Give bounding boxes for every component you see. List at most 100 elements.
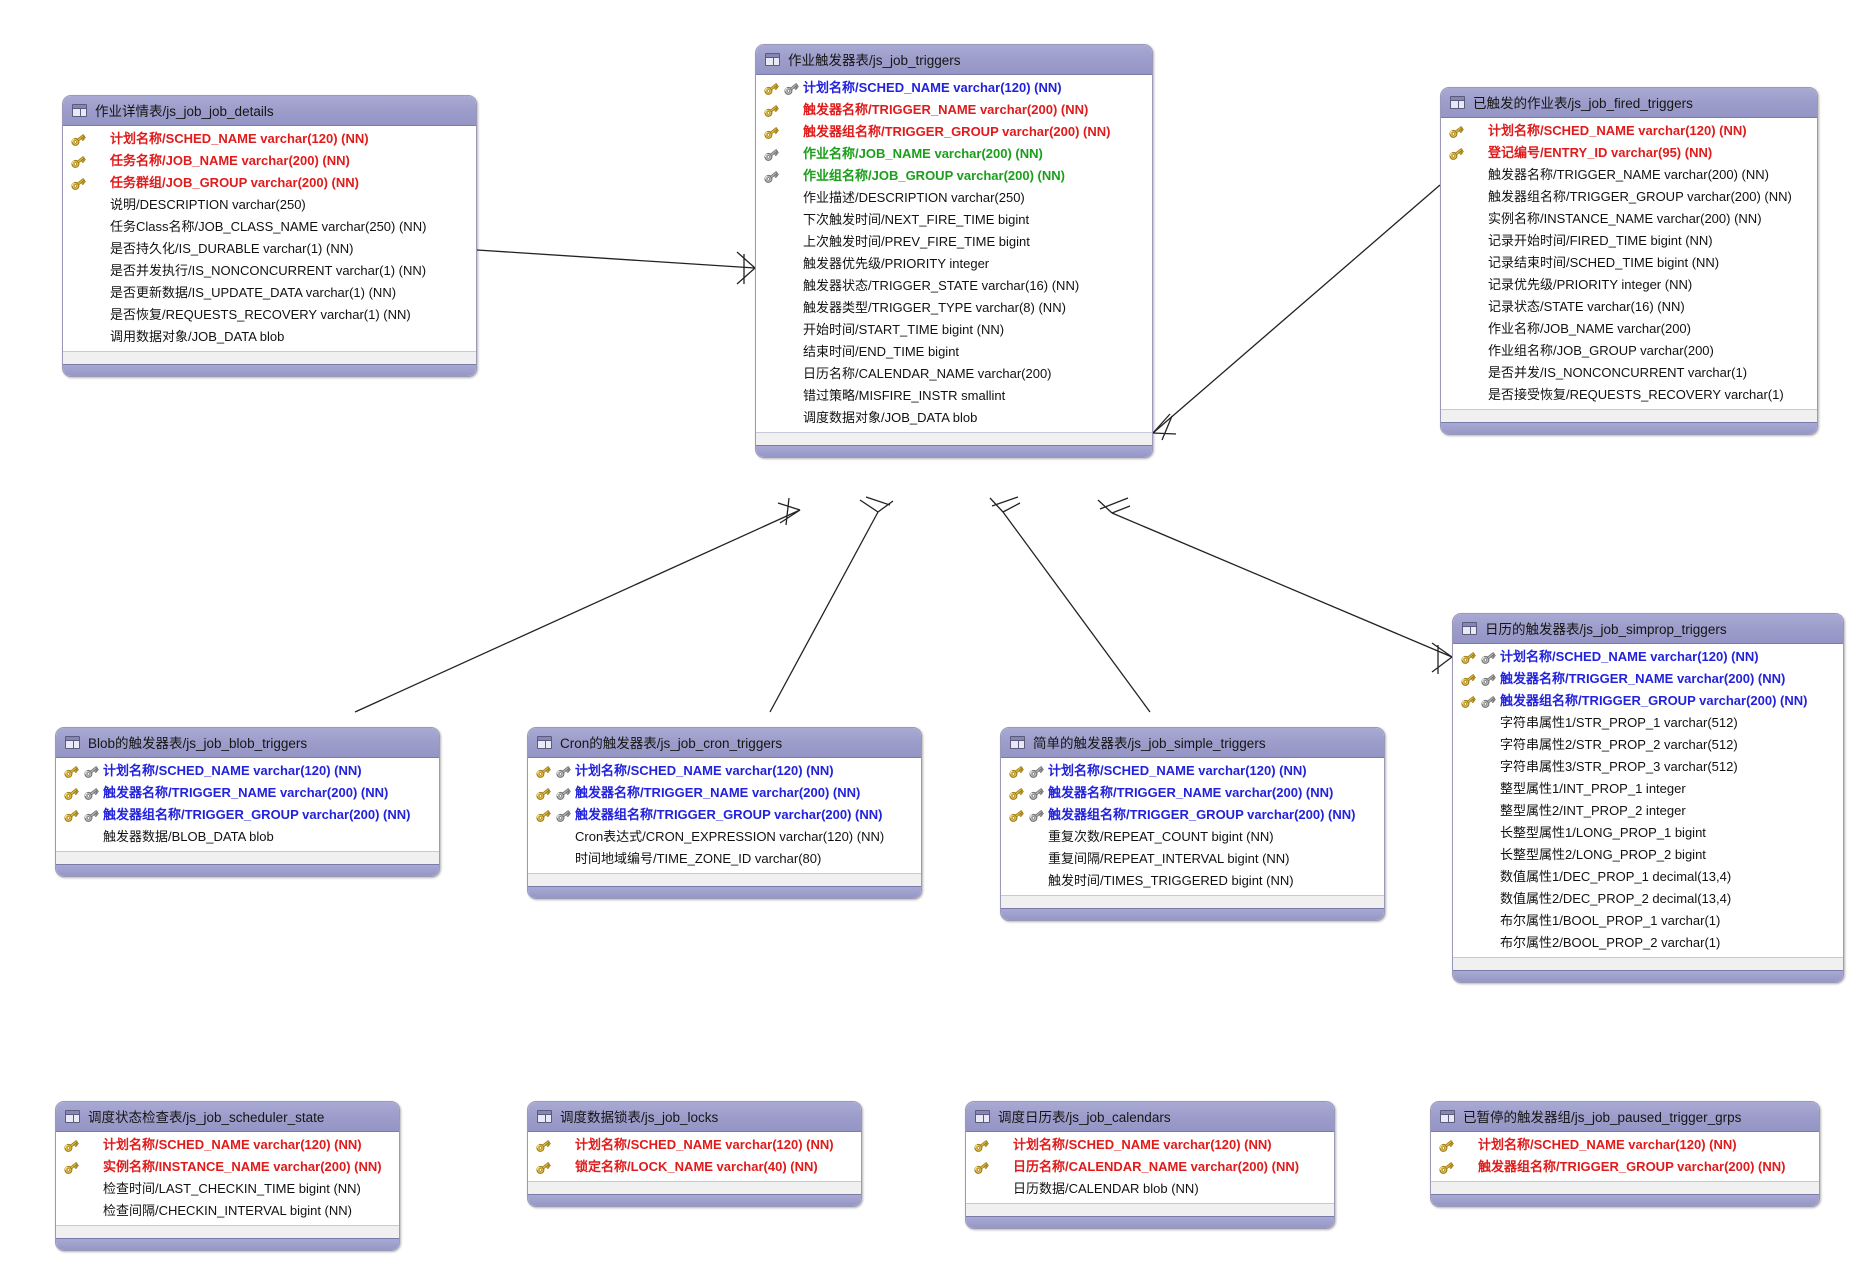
attribute-row[interactable]: 记录状态/STATE varchar(16) (NN) [1441,296,1817,318]
entity-header-scheduler_state[interactable]: 调度状态检查表/js_job_scheduler_state [56,1102,399,1132]
attribute-row[interactable]: 实例名称/INSTANCE_NAME varchar(200) (NN) [1441,208,1817,230]
attribute-row[interactable]: 实例名称/INSTANCE_NAME varchar(200) (NN) [56,1156,399,1178]
attribute-row[interactable]: 触发器名称/TRIGGER_NAME varchar(200) (NN) [56,782,439,804]
attribute-row[interactable]: 触发器名称/TRIGGER_NAME varchar(200) (NN) [528,782,921,804]
attribute-row[interactable]: 触发器组名称/TRIGGER_GROUP varchar(200) (NN) [1001,804,1384,826]
attribute-row[interactable]: 触发器优先级/PRIORITY integer [756,253,1152,275]
entity-header-job_triggers[interactable]: 作业触发器表/js_job_triggers [756,45,1152,75]
attribute-row[interactable]: 调度数据对象/JOB_DATA blob [756,407,1152,429]
attribute-row[interactable]: 作业组名称/JOB_GROUP varchar(200) (NN) [756,165,1152,187]
entity-header-locks[interactable]: 调度数据锁表/js_job_locks [528,1102,861,1132]
attribute-row[interactable]: 计划名称/SCHED_NAME varchar(120) (NN) [756,77,1152,99]
attribute-row[interactable]: 日历名称/CALENDAR_NAME varchar(200) [756,363,1152,385]
attribute-row[interactable]: 触发器组名称/TRIGGER_GROUP varchar(200) (NN) [528,804,921,826]
entity-header-fired_triggers[interactable]: 已触发的作业表/js_job_fired_triggers [1441,88,1817,118]
attribute-row[interactable]: 计划名称/SCHED_NAME varchar(120) (NN) [1001,760,1384,782]
attribute-row[interactable]: 触发器组名称/TRIGGER_GROUP varchar(200) (NN) [1453,690,1843,712]
attribute-row[interactable]: 作业名称/JOB_NAME varchar(200) (NN) [756,143,1152,165]
attribute-row[interactable]: 计划名称/SCHED_NAME varchar(120) (NN) [966,1134,1334,1156]
attribute-row[interactable]: 触发时间/TIMES_TRIGGERED bigint (NN) [1001,870,1384,892]
attribute-row[interactable]: 重复间隔/REPEAT_INTERVAL bigint (NN) [1001,848,1384,870]
attribute-row[interactable]: 长整型属性1/LONG_PROP_1 bigint [1453,822,1843,844]
entity-header-paused_trigger_grps[interactable]: 已暂停的触发器组/js_job_paused_trigger_grps [1431,1102,1819,1132]
attribute-row[interactable]: 数值属性2/DEC_PROP_2 decimal(13,4) [1453,888,1843,910]
attribute-row[interactable]: 触发器名称/TRIGGER_NAME varchar(200) (NN) [1453,668,1843,690]
entity-header-simple_triggers[interactable]: 简单的触发器表/js_job_simple_triggers [1001,728,1384,758]
attribute-row[interactable]: 错过策略/MISFIRE_INSTR smallint [756,385,1152,407]
attribute-row[interactable]: 是否持久化/IS_DURABLE varchar(1) (NN) [63,238,476,260]
attribute-row[interactable]: 记录优先级/PRIORITY integer (NN) [1441,274,1817,296]
attribute-row[interactable]: 触发器组名称/TRIGGER_GROUP varchar(200) (NN) [1441,186,1817,208]
attribute-row[interactable]: 作业名称/JOB_NAME varchar(200) [1441,318,1817,340]
attribute-row[interactable]: 记录结束时间/SCHED_TIME bigint (NN) [1441,252,1817,274]
attribute-row[interactable]: 是否并发执行/IS_NONCONCURRENT varchar(1) (NN) [63,260,476,282]
attribute-row[interactable]: 触发器名称/TRIGGER_NAME varchar(200) (NN) [1001,782,1384,804]
attribute-row[interactable]: 作业描述/DESCRIPTION varchar(250) [756,187,1152,209]
attribute-row[interactable]: 计划名称/SCHED_NAME varchar(120) (NN) [1441,120,1817,142]
attribute-row[interactable]: 上次触发时间/PREV_FIRE_TIME bigint [756,231,1152,253]
attribute-row[interactable]: 作业组名称/JOB_GROUP varchar(200) [1441,340,1817,362]
attribute-row[interactable]: 任务群组/JOB_GROUP varchar(200) (NN) [63,172,476,194]
attribute-row[interactable]: 字符串属性1/STR_PROP_1 varchar(512) [1453,712,1843,734]
attribute-row[interactable]: 计划名称/SCHED_NAME varchar(120) (NN) [63,128,476,150]
attribute-row[interactable]: 任务名称/JOB_NAME varchar(200) (NN) [63,150,476,172]
attribute-row[interactable]: 触发器组名称/TRIGGER_GROUP varchar(200) (NN) [56,804,439,826]
attribute-row[interactable]: 下次触发时间/NEXT_FIRE_TIME bigint [756,209,1152,231]
attribute-row[interactable]: 开始时间/START_TIME bigint (NN) [756,319,1152,341]
attribute-row[interactable]: 计划名称/SCHED_NAME varchar(120) (NN) [56,1134,399,1156]
attribute-row[interactable]: 计划名称/SCHED_NAME varchar(120) (NN) [1453,646,1843,668]
entity-header-calendars[interactable]: 调度日历表/js_job_calendars [966,1102,1334,1132]
attribute-row[interactable]: 日历名称/CALENDAR_NAME varchar(200) (NN) [966,1156,1334,1178]
attribute-row[interactable]: 触发器组名称/TRIGGER_GROUP varchar(200) (NN) [1431,1156,1819,1178]
attribute-row[interactable]: 字符串属性2/STR_PROP_2 varchar(512) [1453,734,1843,756]
attribute-row[interactable]: 登记编号/ENTRY_ID varchar(95) (NN) [1441,142,1817,164]
attribute-row[interactable]: 是否恢复/REQUESTS_RECOVERY varchar(1) (NN) [63,304,476,326]
attribute-row[interactable]: 说明/DESCRIPTION varchar(250) [63,194,476,216]
attribute-row[interactable]: 任务Class名称/JOB_CLASS_NAME varchar(250) (N… [63,216,476,238]
attribute-row[interactable]: 是否接受恢复/REQUESTS_RECOVERY varchar(1) [1441,384,1817,406]
attribute-row[interactable]: Cron表达式/CRON_EXPRESSION varchar(120) (NN… [528,826,921,848]
attribute-row[interactable]: 记录开始时间/FIRED_TIME bigint (NN) [1441,230,1817,252]
entity-header-blob_triggers[interactable]: Blob的触发器表/js_job_blob_triggers [56,728,439,758]
attribute-row[interactable]: 布尔属性2/BOOL_PROP_2 varchar(1) [1453,932,1843,954]
attribute-row[interactable]: 数值属性1/DEC_PROP_1 decimal(13,4) [1453,866,1843,888]
attribute-row[interactable]: 是否并发/IS_NONCONCURRENT varchar(1) [1441,362,1817,384]
attribute-row[interactable]: 结束时间/END_TIME bigint [756,341,1152,363]
attribute-row[interactable]: 触发器组名称/TRIGGER_GROUP varchar(200) (NN) [756,121,1152,143]
attribute-row[interactable]: 计划名称/SCHED_NAME varchar(120) (NN) [56,760,439,782]
attribute-row[interactable]: 检查时间/LAST_CHECKIN_TIME bigint (NN) [56,1178,399,1200]
attribute-row[interactable]: 触发器名称/TRIGGER_NAME varchar(200) (NN) [756,99,1152,121]
attribute-row[interactable]: 计划名称/SCHED_NAME varchar(120) (NN) [528,1134,861,1156]
attribute-row[interactable]: 触发器状态/TRIGGER_STATE varchar(16) (NN) [756,275,1152,297]
attribute-row[interactable]: 是否更新数据/IS_UPDATE_DATA varchar(1) (NN) [63,282,476,304]
attribute-row[interactable]: 长整型属性2/LONG_PROP_2 bigint [1453,844,1843,866]
attribute-row[interactable]: 触发器类型/TRIGGER_TYPE varchar(8) (NN) [756,297,1152,319]
attribute-row[interactable]: 字符串属性3/STR_PROP_3 varchar(512) [1453,756,1843,778]
attribute-row[interactable]: 整型属性1/INT_PROP_1 integer [1453,778,1843,800]
entity-header-simprop_triggers[interactable]: 日历的触发器表/js_job_simprop_triggers [1453,614,1843,644]
attribute-row[interactable]: 触发器名称/TRIGGER_NAME varchar(200) (NN) [1441,164,1817,186]
attribute-row[interactable]: 整型属性2/INT_PROP_2 integer [1453,800,1843,822]
attribute-row[interactable]: 计划名称/SCHED_NAME varchar(120) (NN) [528,760,921,782]
entity-header-cron_triggers[interactable]: Cron的触发器表/js_job_cron_triggers [528,728,921,758]
attribute-row[interactable]: 调用数据对象/JOB_DATA blob [63,326,476,348]
entity-header-job_details[interactable]: 作业详情表/js_job_job_details [63,96,476,126]
attribute-row[interactable]: 日历数据/CALENDAR blob (NN) [966,1178,1334,1200]
attribute-row[interactable]: 锁定名称/LOCK_NAME varchar(40) (NN) [528,1156,861,1178]
attribute-row[interactable]: 检查间隔/CHECKIN_INTERVAL bigint (NN) [56,1200,399,1222]
attribute-row[interactable]: 计划名称/SCHED_NAME varchar(120) (NN) [1431,1134,1819,1156]
attribute-row[interactable]: 时间地域编号/TIME_ZONE_ID varchar(80) [528,848,921,870]
attribute-row[interactable]: 重复次数/REPEAT_COUNT bigint (NN) [1001,826,1384,848]
attribute-row[interactable]: 布尔属性1/BOOL_PROP_1 varchar(1) [1453,910,1843,932]
attribute-row[interactable]: 触发器数据/BLOB_DATA blob [56,826,439,848]
